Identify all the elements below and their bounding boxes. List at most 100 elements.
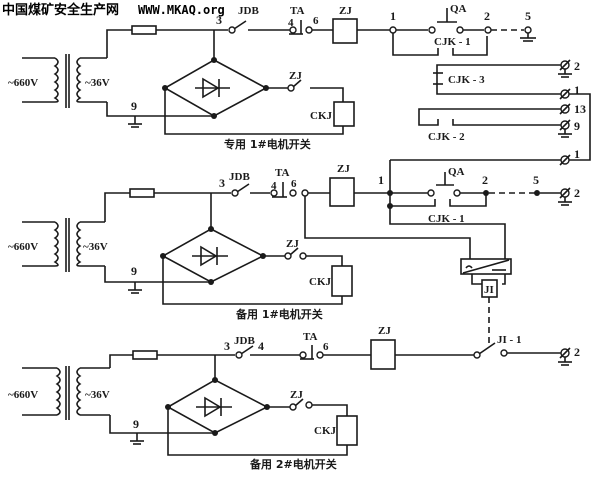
primary-voltage-label: ~660V [8,77,38,89]
terminal [284,252,292,260]
switch-label: JDB [238,5,259,17]
jdb-switch-icon [233,20,247,30]
terminal [299,351,307,359]
ta-out-label: 6 [313,15,319,27]
ckj-coil-icon [333,101,355,127]
terminal [524,26,532,34]
control-section-mid: 1 QA 2 5 2 CJK - 1 [304,166,580,345]
ta-in-label: 4 [288,17,294,29]
contact-label: ZJ [290,389,303,401]
terminal [228,26,236,34]
terminal-label: 2 [574,186,580,200]
node-3-label: 3 [219,176,225,190]
cjk2-label: CJK - 2 [428,131,465,143]
node-1-label: 1 [390,9,396,23]
terminal [484,26,492,34]
transformer-icon [22,54,107,108]
zj-relay-icon [329,177,355,207]
secondary-voltage-label: ~36V [85,389,110,401]
ta-out-label: 6 [291,178,297,190]
circuit-standby-1: ~660V ~36V 3 JDB TA 4 6 ZJ 9 [8,163,355,321]
node-3-label: 3 [216,13,222,27]
terminal-label: 9 [574,119,580,133]
bridge-rectifier-icon [166,379,269,434]
terminal-label: 1 [574,147,580,161]
terminal [270,189,278,197]
terminal [305,26,313,34]
site-name: 中国煤矿安全生产网 [2,2,119,18]
ta-in-label: 4 [271,180,277,192]
terminal-label: 2 [574,59,580,73]
ta-out-label: 6 [323,341,329,353]
terminal [389,26,397,34]
zj-contact-icon [289,247,299,256]
ground-icon [130,433,144,445]
bridge-rectifier-icon [163,59,268,117]
terminal-2 [558,59,572,78]
ta-label: TA [303,331,318,343]
terminal [453,189,461,197]
coil-label: CKJ [309,276,332,288]
control-section-top: 1 QA 2 5 CJK - 1 CJK - 3 [357,3,591,192]
circuit-caption: 专用 1#电机开关 [224,137,311,151]
terminal [316,351,324,359]
switch-label: JDB [234,335,255,347]
control-section-bottom: JI - 1 2 [473,334,580,366]
node-9-label: 9 [133,417,139,431]
terminal [235,351,243,359]
ground-icon [520,33,536,42]
terminal [299,252,307,260]
coil-label: CKJ [310,110,333,122]
terminal-1 [559,88,571,100]
terminal [289,26,297,34]
transformer-icon [22,218,105,272]
node-5-label: 5 [525,9,531,23]
node-4-label: 4 [258,339,264,353]
zj-relay-icon [370,339,396,370]
relay-label: ZJ [337,163,350,175]
terminal-2 [558,187,572,206]
primary-voltage-label: ~660V [8,241,38,253]
terminal [301,189,309,197]
qa-label: QA [450,3,467,15]
primary-voltage-label: ~660V [8,389,38,401]
terminal [289,403,297,411]
terminal [456,26,464,34]
secondary-voltage-label: ~36V [85,77,110,89]
terminal [427,189,435,197]
site-url: WWW.MKAQ.org [138,3,225,17]
ta-label: TA [290,5,305,17]
secondary-voltage-label: ~36V [83,241,108,253]
terminal-label: 2 [574,345,580,359]
relay-label: ZJ [339,5,352,17]
circuit-caption: 备用 1#电机开关 [235,307,323,321]
qa-label: QA [448,166,465,178]
zj-relay-icon [332,18,358,44]
ckj-coil-icon [336,415,358,446]
bridge-rectifier-icon [161,228,265,283]
terminal [500,349,508,357]
ji1-contact-icon [478,342,496,355]
resistor-icon [132,350,158,360]
contact-label: ZJ [289,70,302,82]
ji-relay-label: JI [484,284,494,296]
zj-contact-icon [294,398,304,407]
switch-label: JDB [229,171,250,183]
contact-label: ZJ [286,238,299,250]
terminal-label: 13 [574,102,586,116]
ji1-contact-label: JI - 1 [497,334,521,346]
node-9-label: 9 [131,99,137,113]
terminal [287,84,295,92]
resistor-icon [129,188,155,198]
ta-label: TA [275,167,290,179]
zj-contact-icon [292,79,302,88]
ground-icon [128,116,142,128]
terminal-2 [558,347,572,366]
terminal [473,351,481,359]
ckj-coil-icon [331,265,353,297]
terminal [305,401,313,409]
node-9-label: 9 [131,264,137,278]
circuit-dedicated-1: ~660V ~36V 3 JDB TA 4 6 ZJ [8,5,358,151]
cjk3-label: CJK - 3 [448,74,485,86]
jdb-switch-icon [240,345,254,355]
